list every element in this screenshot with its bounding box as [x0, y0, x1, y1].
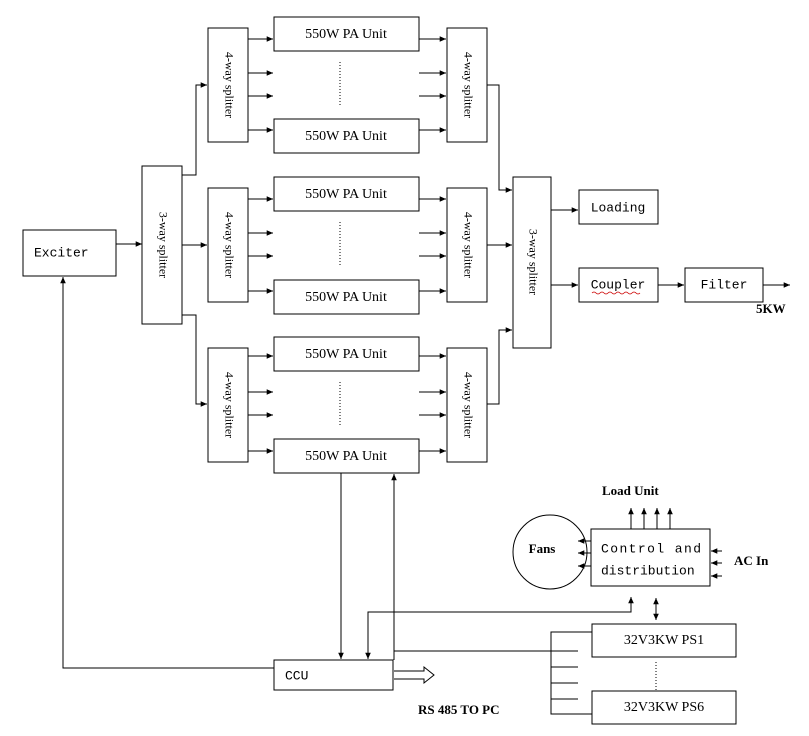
ac-in-label: AC In	[734, 553, 769, 568]
group3-4way-combiner	[446, 347, 488, 463]
rs485-arrow	[394, 665, 435, 685]
ccu-label: CCU	[285, 668, 308, 683]
filter-label: Filter	[701, 277, 748, 292]
fans-block: Fans	[512, 514, 588, 590]
output-3way-combiner: 3-way splitter	[512, 176, 552, 349]
ccu-to-exciter-link	[60, 277, 274, 669]
exciter-label: Exciter	[34, 245, 89, 260]
group3-4way-splitter-label: 4-way splitter	[222, 372, 236, 438]
group1-pa-unit-1-label: 550W PA Unit	[305, 27, 387, 42]
group1-pa-unit-1	[273, 16, 420, 52]
group2-4way-splitter	[207, 187, 249, 303]
group3-pa-unit-1	[273, 336, 420, 372]
group1-4way-combiner-label: 4-way splitter	[461, 52, 475, 118]
ps1-block: 32V3KW PS1	[591, 623, 737, 658]
group2-pa-unit-2	[273, 279, 420, 315]
group2-4way-combiner	[446, 187, 488, 303]
connector-top-splitter	[182, 82, 207, 176]
group-2: 4-way splitter 550W PA Unit 550W PA Unit…	[207, 176, 488, 315]
connector-bottom-combiner	[487, 327, 512, 405]
connector-bottom-splitter	[182, 314, 207, 407]
group1-pa-unit-2	[273, 118, 420, 154]
group2-pa-unit-1-label: 550W PA Unit	[305, 187, 387, 202]
ccu-control-link	[365, 597, 634, 659]
group-1: 4-way splitter 550W PA Unit 550W PA Unit…	[207, 16, 488, 154]
group3-4way-combiner-label: 4-way splitter	[461, 372, 475, 438]
control-distribution-block: Control and distribution	[590, 528, 711, 587]
group3-pa-unit-2-label: 550W PA Unit	[305, 449, 387, 464]
group1-4way-combiner	[446, 27, 488, 143]
loading-block: Loading	[578, 189, 659, 225]
load-unit-label: Load Unit	[602, 483, 659, 498]
group2-4way-splitter-label: 4-way splitter	[222, 212, 236, 278]
ps6-label: 32V3KW PS6	[624, 700, 704, 715]
exciter-block: Exciter	[22, 229, 117, 277]
control-label-line2: distribution	[601, 563, 695, 578]
coupler-block: Coupler	[578, 267, 659, 303]
group-3: 4-way splitter 550W PA Unit 550W PA Unit…	[207, 336, 488, 474]
group3-4way-splitter	[207, 347, 249, 463]
group2-pa-unit-2-label: 550W PA Unit	[305, 290, 387, 305]
loading-label: Loading	[591, 200, 646, 215]
output-power-label: 5KW	[756, 301, 786, 316]
ps6-block: 32V3KW PS6	[591, 690, 737, 725]
filter-block: Filter	[684, 267, 764, 303]
coupler-label: Coupler	[591, 277, 646, 292]
group1-pa-unit-2-label: 550W PA Unit	[305, 129, 387, 144]
input-3way-splitter-label: 3-way splitter	[156, 212, 170, 278]
group2-pa-unit-1	[273, 176, 420, 212]
group3-pa-unit-1-label: 550W PA Unit	[305, 347, 387, 362]
group3-pa-unit-2	[273, 438, 420, 474]
input-3way-splitter: 3-way splitter	[141, 165, 183, 325]
spellcheck-underline	[591, 291, 641, 295]
fans-label: Fans	[529, 541, 556, 556]
ps1-label: 32V3KW PS1	[624, 633, 704, 648]
ps-bus	[550, 631, 592, 715]
group2-4way-combiner-label: 4-way splitter	[461, 212, 475, 278]
group1-4way-splitter-label: 4-way splitter	[222, 52, 236, 118]
rs485-label: RS 485 TO PC	[418, 702, 500, 717]
group1-4way-splitter	[207, 27, 249, 143]
connector-top-combiner	[487, 84, 512, 193]
ccu-block: CCU	[273, 659, 394, 691]
control-label-line1: Control and	[601, 541, 701, 556]
output-3way-combiner-label: 3-way splitter	[526, 229, 540, 295]
